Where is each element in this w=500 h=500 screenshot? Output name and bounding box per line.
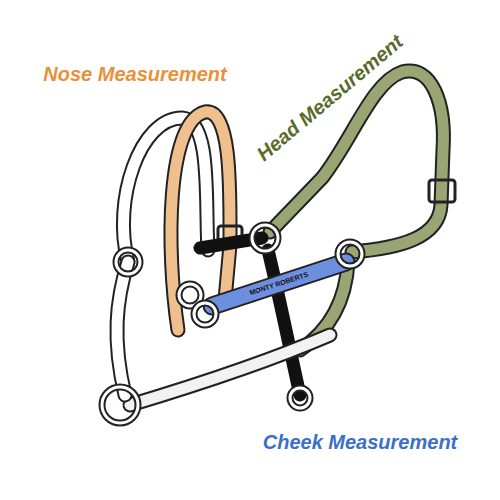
nose-side-outline — [117, 262, 128, 395]
crown-strap-outline — [270, 71, 443, 252]
rings — [102, 225, 362, 423]
nose-side — [117, 262, 128, 395]
crown-strap — [270, 71, 443, 252]
brand-strap-outline — [212, 262, 346, 306]
chin-strap — [130, 335, 330, 405]
chin-strap-outline — [130, 335, 330, 405]
measurement-label: Nose Measurement — [43, 63, 226, 86]
measurement-label: Head Measurement — [252, 30, 407, 166]
brand-strap — [212, 262, 346, 306]
measurement-label: Cheek Measurement — [263, 431, 458, 454]
buckle — [429, 180, 455, 202]
